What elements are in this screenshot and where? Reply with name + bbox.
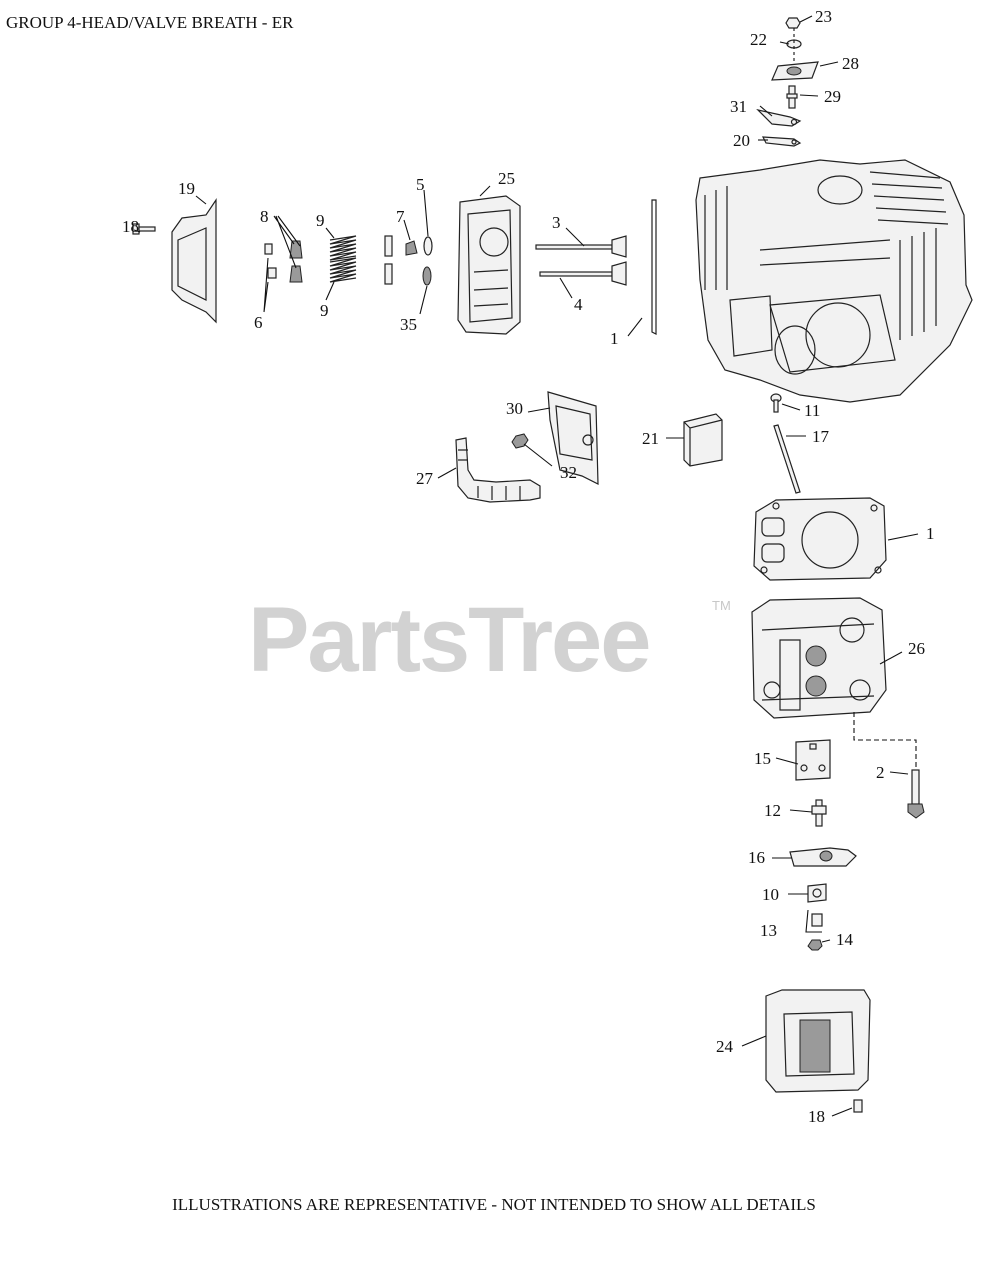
part-7-guides [384, 235, 393, 285]
callout-13: 13 [760, 921, 777, 940]
callout-7: 7 [396, 207, 405, 226]
callout-11: 11 [804, 401, 820, 420]
part-9-valve-springs [329, 235, 357, 283]
callout-30: 30 [506, 399, 523, 418]
part-7-valve-seal [405, 240, 418, 256]
part-12-rocker-stud [811, 799, 827, 827]
part-31-reed [756, 108, 802, 127]
callout-14: 14 [836, 930, 854, 949]
callout-35: 35 [400, 315, 417, 334]
part-5-retainer [423, 236, 433, 256]
part-29-stud [786, 85, 798, 109]
callout-31: 31 [730, 97, 747, 116]
callout-8: 8 [260, 207, 269, 226]
part-18-screw-left [132, 223, 156, 235]
callout-22: 22 [750, 30, 767, 49]
part-18-screw-bottom [853, 1099, 863, 1113]
callout-15: 15 [754, 749, 771, 768]
part-10-pivot [807, 883, 827, 903]
callout-12: 12 [764, 801, 781, 820]
part-26-cylinder-head [751, 597, 887, 719]
callout-16: 16 [748, 848, 765, 867]
callout-21: 21 [642, 429, 659, 448]
engine-block [695, 159, 973, 403]
part-24-valve-cover [765, 989, 871, 1093]
callout-4: 4 [574, 295, 583, 314]
callout-25: 25 [498, 169, 515, 188]
part-13-adjuster [811, 913, 823, 927]
callout-9-top: 9 [316, 211, 325, 230]
part-19-valve-cover-side [171, 198, 217, 324]
part-25-cylinder-head-side [457, 195, 521, 335]
part-14-jam-nut [807, 939, 823, 951]
part-23-nut [785, 17, 801, 29]
part-11-push-rod-seat [770, 393, 782, 413]
callout-6: 6 [254, 313, 263, 332]
part-20-gasket [761, 136, 802, 147]
part-17-push-rod [773, 424, 801, 494]
part-8-valve-caps [289, 240, 303, 283]
part-4-exhaust-valve [539, 261, 627, 286]
callout-26: 26 [908, 639, 925, 658]
part-35-rotator [422, 266, 432, 286]
callout-17: 17 [812, 427, 830, 446]
callout-5: 5 [416, 175, 425, 194]
callout-23: 23 [815, 7, 832, 26]
callout-18-top: 18 [122, 217, 139, 236]
callout-labels: 23 22 28 29 31 20 19 18 8 6 9 9 7 5 35 2… [122, 7, 935, 1126]
part-30-breather-gasket [547, 391, 599, 485]
callout-27: 27 [416, 469, 434, 488]
part-1-gasket-side [651, 199, 657, 335]
callout-24: 24 [716, 1037, 734, 1056]
leader-lines [133, 15, 919, 1117]
callout-28: 28 [842, 54, 859, 73]
part-15-guide-plate [795, 739, 831, 781]
callout-2: 2 [876, 763, 885, 782]
callout-1-side: 1 [610, 329, 619, 348]
callout-32: 32 [560, 463, 577, 482]
callout-1-head: 1 [926, 524, 935, 543]
part-2-head-bolt [907, 769, 925, 819]
part-6-keepers [264, 243, 277, 279]
callout-19: 19 [178, 179, 195, 198]
watermark: PartsTree [248, 589, 651, 691]
part-21-filter [683, 413, 723, 467]
callout-10: 10 [762, 885, 779, 904]
callout-29: 29 [824, 87, 841, 106]
page-title: GROUP 4-HEAD/VALVE BREATH - ER [6, 13, 294, 32]
callout-9-bottom: 9 [320, 301, 329, 320]
part-1-head-gasket [753, 497, 887, 581]
callout-18-bottom: 18 [808, 1107, 825, 1126]
footer-disclaimer: ILLUSTRATIONS ARE REPRESENTATIVE - NOT I… [172, 1195, 816, 1214]
part-3-intake-valve [535, 235, 627, 258]
watermark-trademark: TM [712, 598, 731, 613]
part-16-rocker-arm [789, 847, 857, 867]
callout-20: 20 [733, 131, 750, 150]
part-27-breather-hose [455, 437, 541, 503]
callout-3: 3 [552, 213, 561, 232]
part-28-breather-cover [771, 61, 819, 81]
